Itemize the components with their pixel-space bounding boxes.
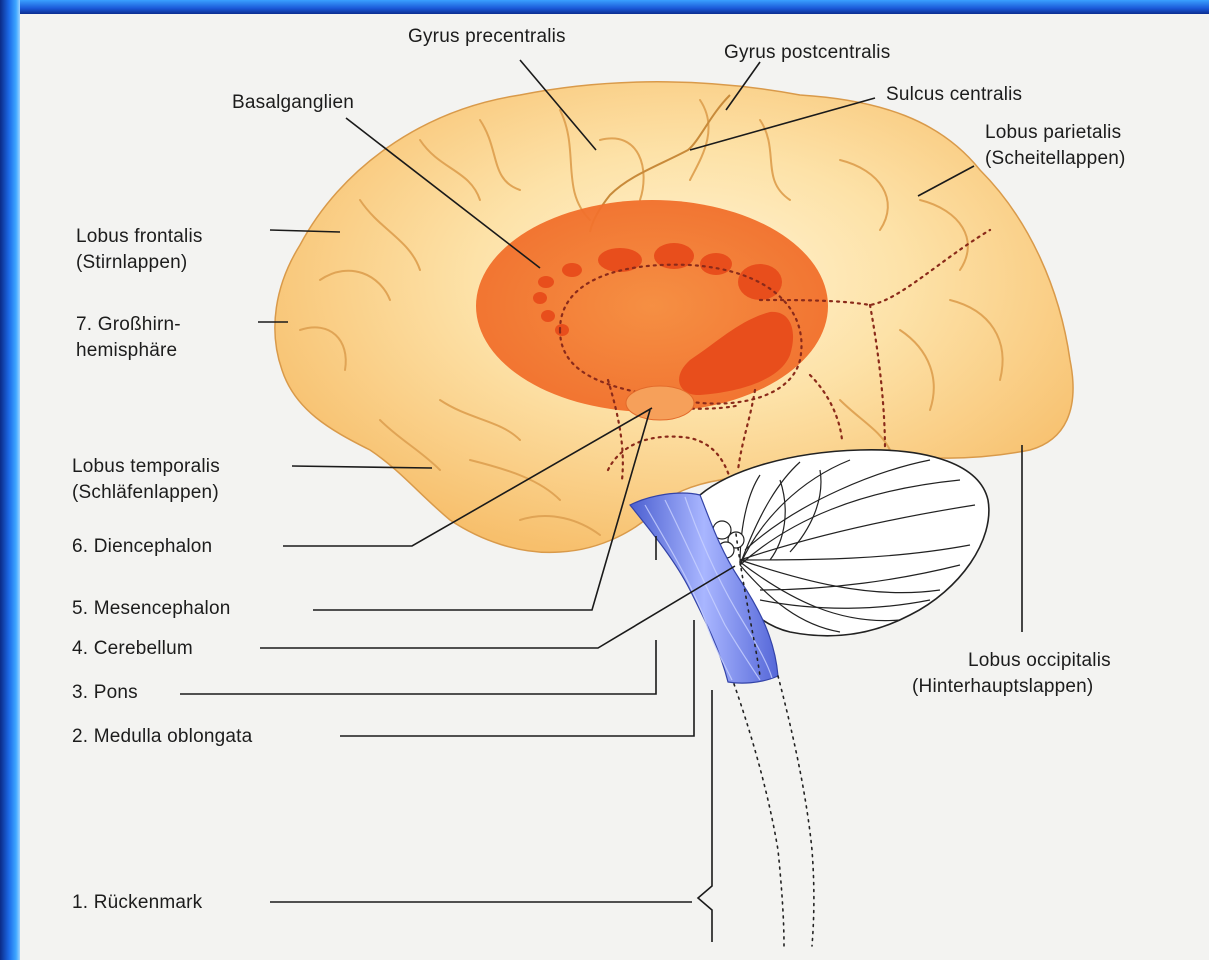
label-medulla-oblongata: 2. Medulla oblongata [72,726,253,747]
label-basalganglien: Basalganglien [232,92,354,113]
label-rueckenmark: 1. Rückenmark [72,892,203,913]
label-lobus-frontalis-de: (Stirnlappen) [76,252,187,273]
basal-ganglia-region [476,200,828,412]
label-mesencephalon: 5. Mesencephalon [72,598,230,619]
label-grosshirn: 7. Großhirn- [76,314,181,335]
label-grosshirn-hemisphaere: hemisphäre [76,340,177,361]
label-lobus-occipitalis: Lobus occipitalis [968,650,1111,671]
label-lobus-parietalis: Lobus parietalis [985,122,1121,143]
label-sulcus-centralis: Sulcus centralis [886,84,1022,105]
label-cerebellum: 4. Cerebellum [72,638,193,659]
label-lobus-parietalis-de: (Scheitellappen) [985,148,1126,169]
label-gyrus-postcentralis: Gyrus postcentralis [724,42,890,63]
label-lobus-temporalis-de: (Schläfenlappen) [72,482,219,503]
label-pons: 3. Pons [72,682,138,703]
label-diencephalon: 6. Diencephalon [72,536,212,557]
label-gyrus-precentralis: Gyrus precentralis [408,26,566,47]
label-lobus-occipitalis-de: (Hinterhauptslappen) [912,676,1093,697]
label-lobus-temporalis: Lobus temporalis [72,456,220,477]
diencephalon-body [626,386,694,420]
label-lobus-frontalis: Lobus frontalis [76,226,203,247]
